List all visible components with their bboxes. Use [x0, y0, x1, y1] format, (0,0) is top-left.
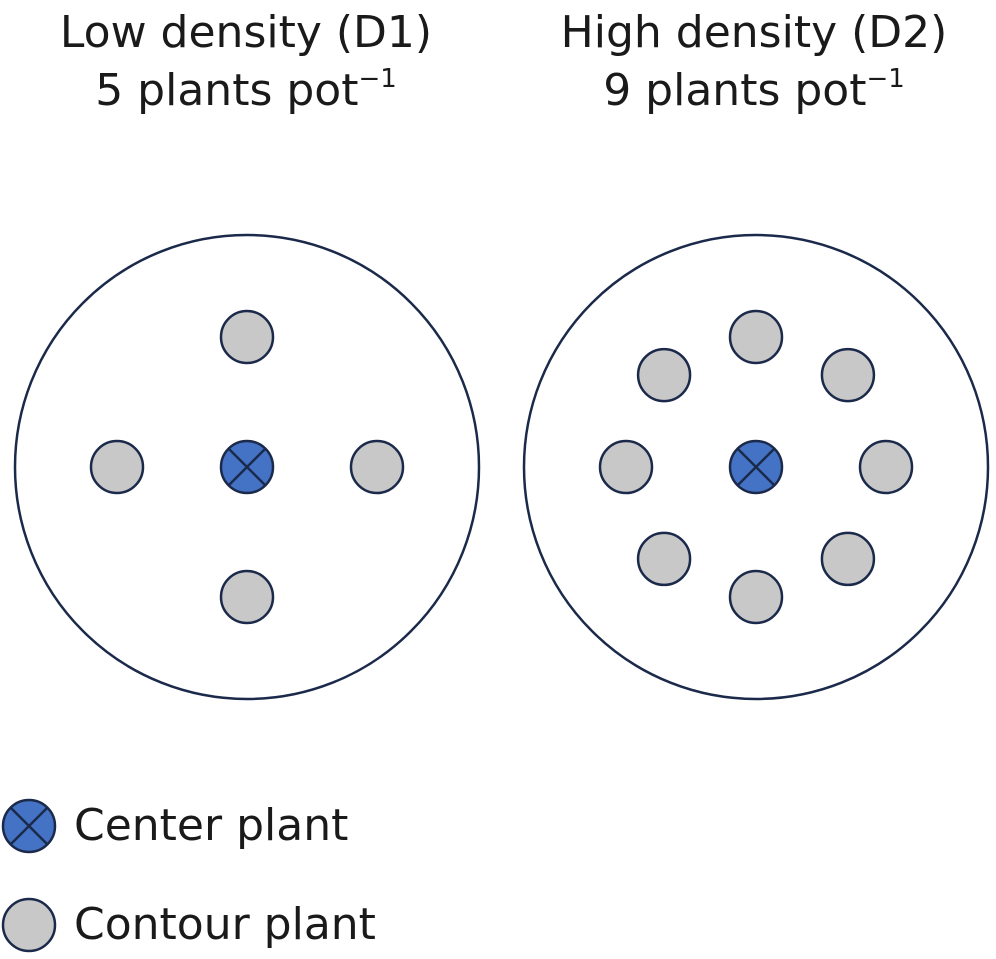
legend-contour-label: Contour plant	[74, 899, 376, 950]
contour-plant-d2-7	[598, 439, 654, 495]
panel-title-low-density: Low density (D1) 5 plants pot−1	[16, 4, 476, 120]
subtitle-low-density: 5 plants pot−1	[16, 62, 476, 120]
contour-plant-d2-2	[820, 347, 876, 403]
title-low-density: Low density (D1)	[59, 7, 433, 58]
contour-plant-d2-5	[728, 569, 784, 625]
contour-plant-d1-4	[89, 439, 145, 495]
panel-title-high-density: High density (D2) 9 plants pot−1	[524, 4, 984, 120]
legend-contour-symbol	[1, 897, 57, 953]
legend-center-symbol	[1, 798, 57, 854]
subtitle-high-density: 9 plants pot−1	[524, 62, 984, 120]
center-plant-d2	[728, 439, 784, 495]
title-high-density: High density (D2)	[560, 7, 948, 58]
subtitle-high-density-superscript: −1	[866, 64, 905, 94]
subtitle-low-density-superscript: −1	[358, 64, 397, 94]
subtitle-high-density-text: 9 plants pot	[603, 65, 867, 116]
center-plant-d1	[219, 439, 275, 495]
contour-plant-d2-4	[820, 531, 876, 587]
contour-plant-d1-1	[219, 309, 275, 365]
contour-plant-d2-8	[636, 347, 692, 403]
contour-plant-d1-2	[349, 439, 405, 495]
legend-center-label: Center plant	[74, 800, 349, 851]
contour-plant-d1-3	[219, 569, 275, 625]
subtitle-low-density-text: 5 plants pot	[95, 65, 359, 116]
contour-plant-d2-6	[636, 531, 692, 587]
contour-plant-d2-1	[728, 309, 784, 365]
contour-plant-d2-3	[858, 439, 914, 495]
